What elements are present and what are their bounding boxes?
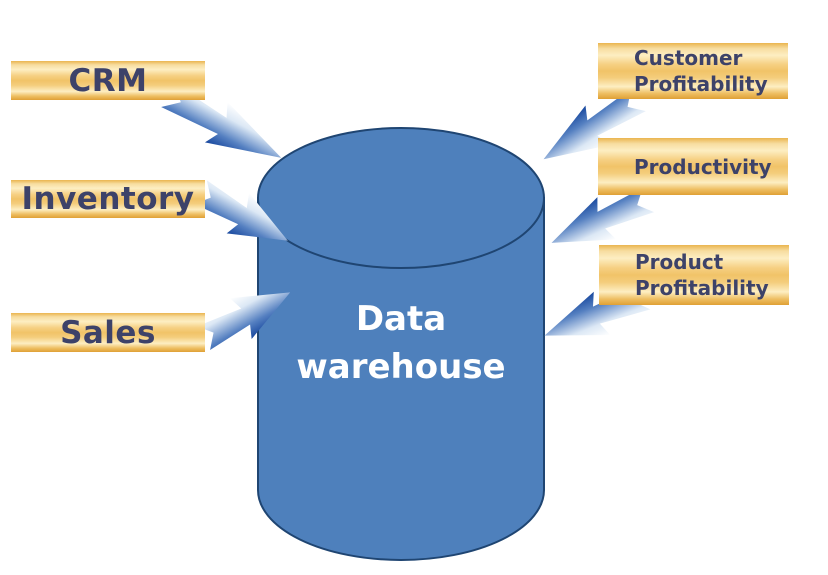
warehouse-title-line1: Data [355, 299, 447, 339]
source-label-inventory: Inventory [21, 181, 195, 217]
source-box-crm: CRM [11, 61, 205, 100]
arrow-icon [196, 292, 291, 350]
output-box-product-profitability: Product Profitability [599, 245, 789, 305]
arrow-sales-to-warehouse [191, 269, 302, 362]
warehouse-title: Data warehouse [255, 295, 547, 391]
source-label-sales: Sales [60, 314, 156, 351]
source-box-inventory: Inventory [11, 180, 205, 218]
arrow-icon [161, 83, 282, 158]
arrow-icon [551, 187, 655, 243]
arrow-crm-to-warehouse [155, 73, 294, 180]
output-box-customer-profitability: Customer Profitability [598, 43, 788, 99]
warehouse-title-line2: warehouse [296, 347, 506, 387]
source-label-crm: CRM [68, 62, 148, 99]
arrow-productivity-to-warehouse [541, 175, 659, 267]
arrow-icon [194, 180, 288, 241]
cylinder-body [257, 197, 545, 561]
data-warehouse-cylinder [257, 127, 545, 561]
output-box-productivity: Productivity [598, 138, 788, 195]
cylinder-top-ellipse [257, 127, 545, 269]
arrow-customer-profitability-to-warehouse [530, 77, 652, 182]
output-label-product-profitability: Product Profitability [635, 250, 769, 300]
arrow-inventory-to-warehouse [188, 170, 301, 263]
output-label-productivity: Productivity [634, 154, 772, 179]
output-label-customer-profitability: Customer Profitability [634, 46, 768, 96]
arrow-icon [543, 88, 646, 160]
source-box-sales: Sales [11, 313, 205, 352]
